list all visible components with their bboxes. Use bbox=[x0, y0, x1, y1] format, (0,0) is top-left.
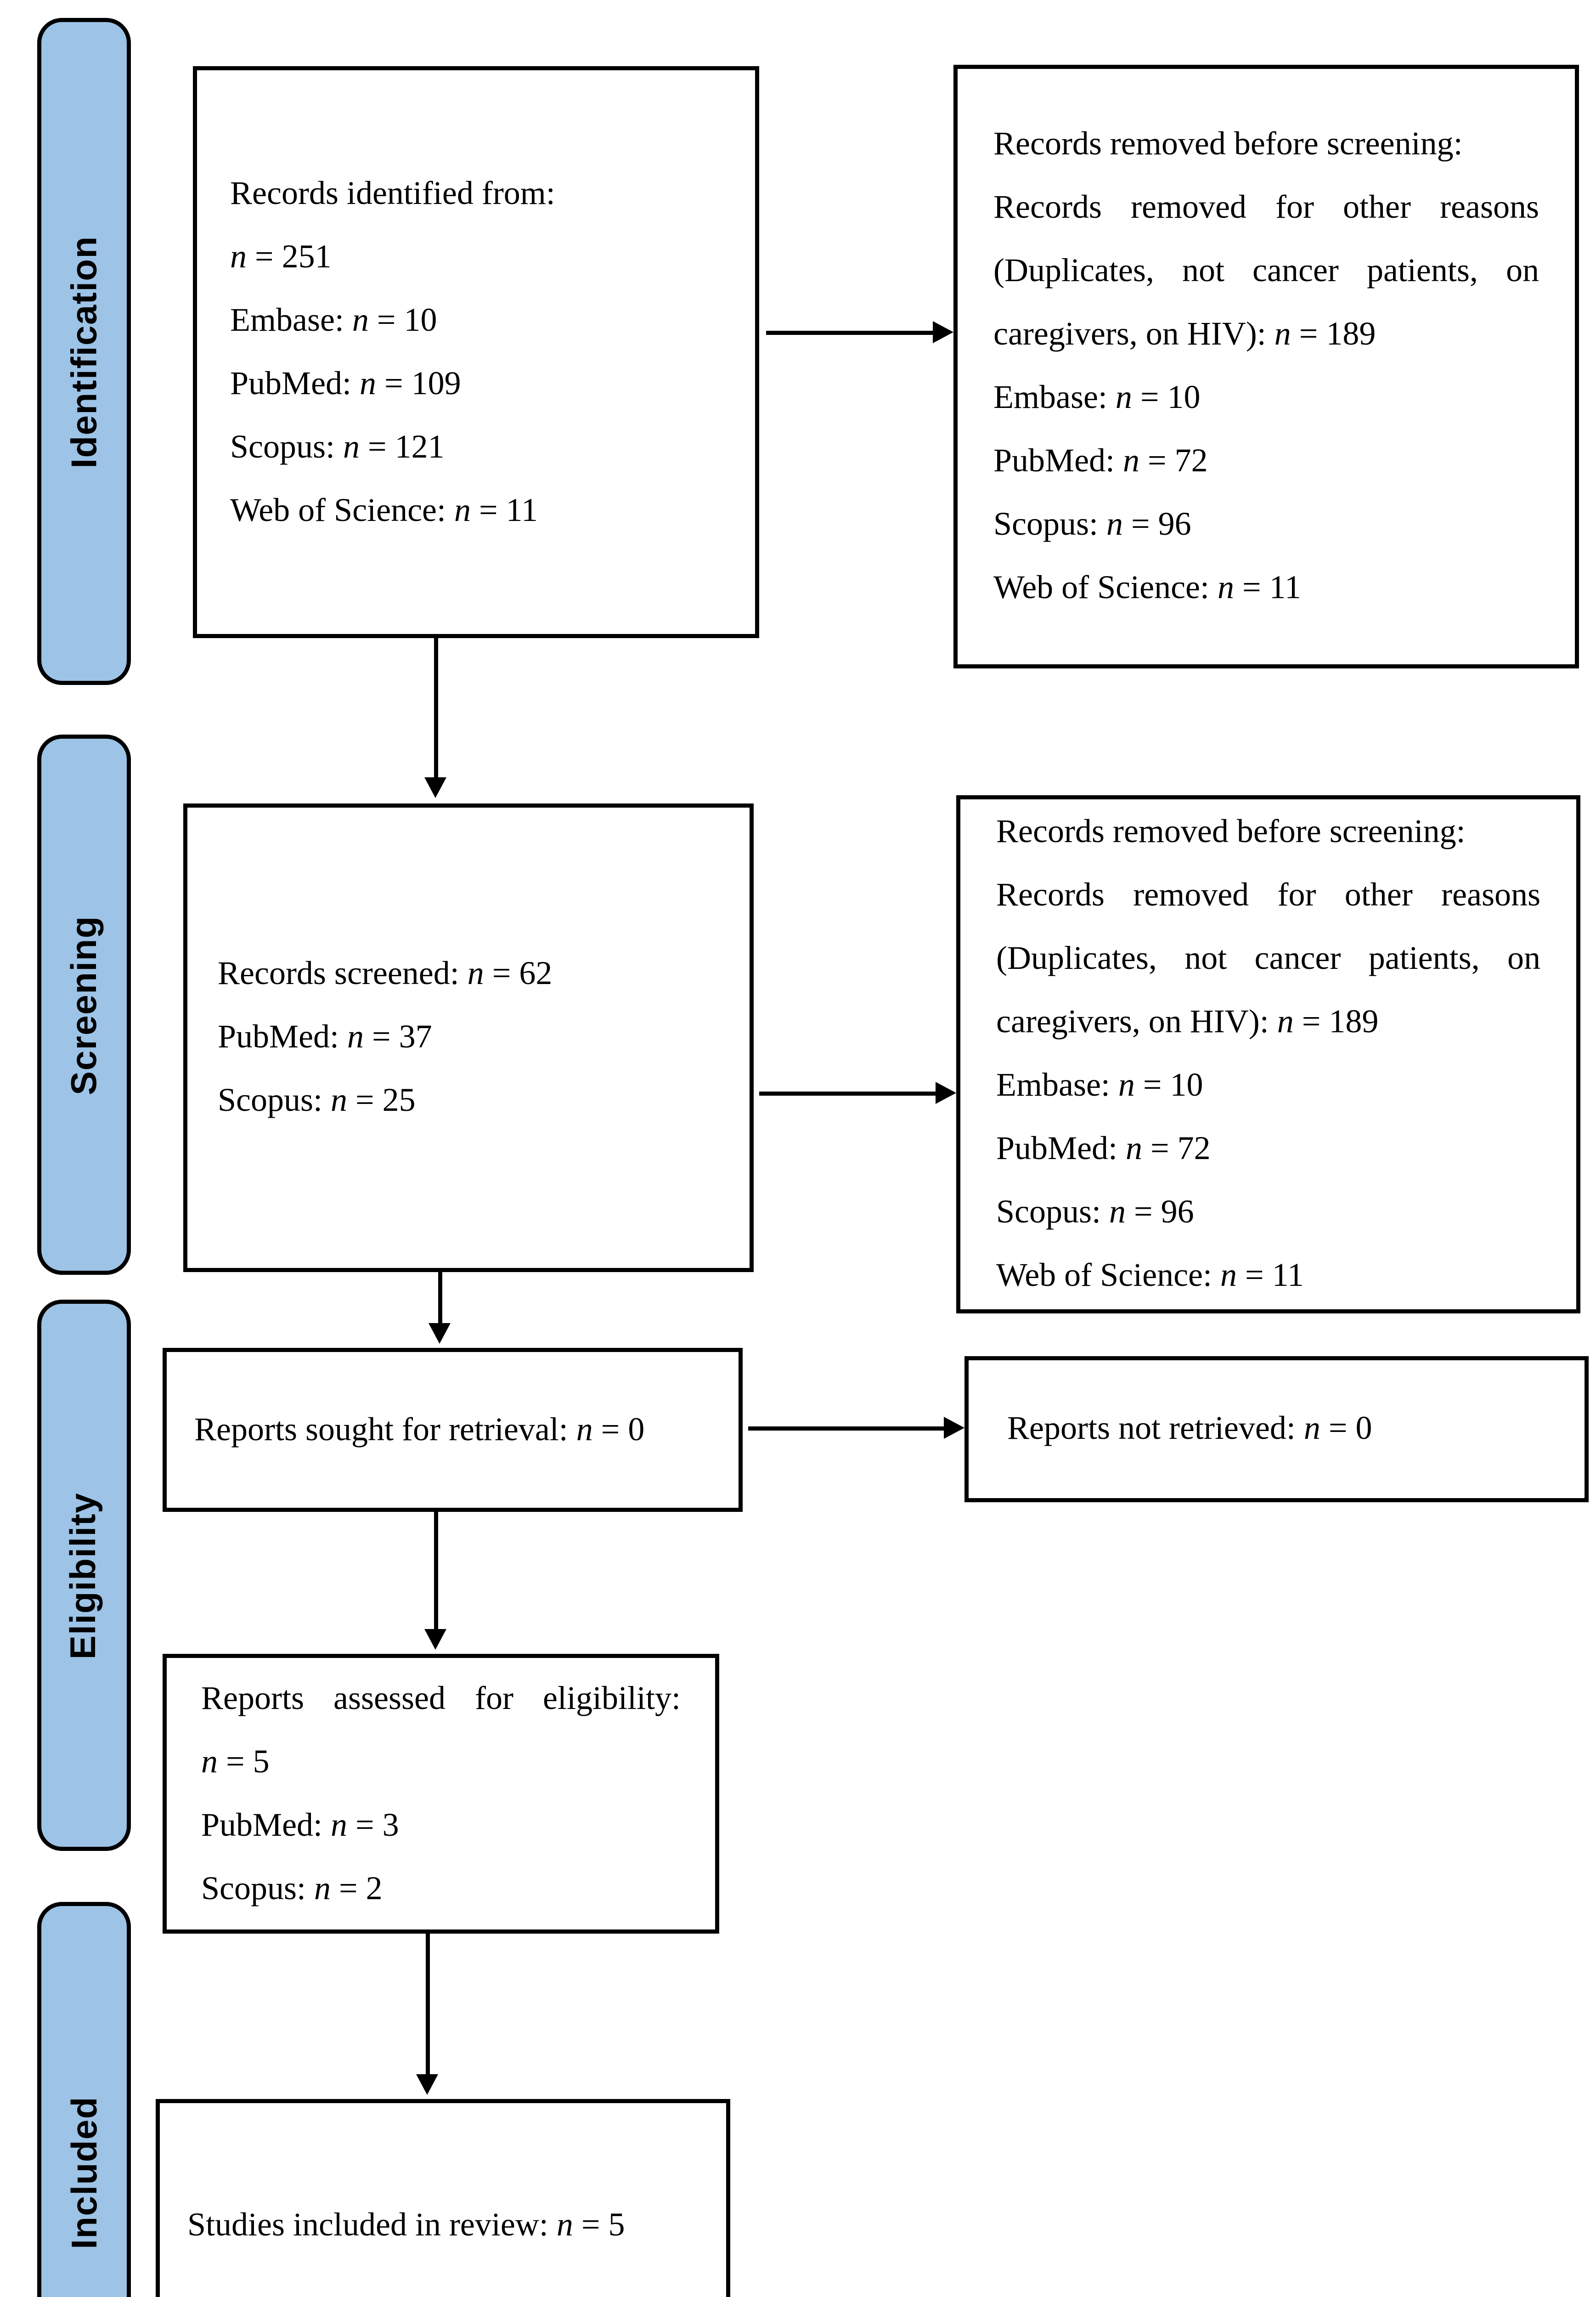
text-line: Records removed for other reasons bbox=[993, 190, 1539, 226]
text-line: caregivers, on HIV): n = 189 bbox=[996, 1005, 1379, 1041]
arrow-screened-to-sought bbox=[438, 1272, 442, 1323]
arrowhead-down-icon bbox=[424, 1629, 446, 1650]
text-line: Studies included in review: n = 5 bbox=[187, 2208, 625, 2244]
text-line: Scopus: n = 121 bbox=[230, 429, 445, 465]
stage-label-eligibility: Eligibility bbox=[37, 1300, 131, 1851]
text-line: Scopus: n = 96 bbox=[996, 1195, 1194, 1231]
box-reports-assessed-for-eligibility: Reports assessed for eligibility: n = 5 Pu… bbox=[163, 1654, 719, 1934]
arrowhead-right-icon bbox=[936, 1082, 956, 1104]
text-line: Scopus: n = 2 bbox=[201, 1871, 383, 1907]
stage-label-identification: Identification bbox=[37, 18, 131, 685]
text-line: Web of Science: n = 11 bbox=[993, 571, 1301, 606]
box-studies-included-in-review: Studies included in review: n = 5 bbox=[156, 2099, 730, 2297]
stage-label-text: Included bbox=[62, 2096, 104, 2249]
stage-label-included: Included bbox=[37, 1902, 131, 2297]
stage-label-text: Identification bbox=[62, 235, 104, 468]
text-line: Web of Science: n = 11 bbox=[230, 492, 538, 529]
text-line: Records removed before screening: bbox=[996, 815, 1466, 850]
text-line: PubMed: n = 72 bbox=[996, 1132, 1211, 1167]
text-line: Scopus: n = 25 bbox=[218, 1083, 416, 1119]
text-line: Records screened: n = 62 bbox=[218, 956, 553, 992]
stage-label-screening: Screening bbox=[37, 735, 131, 1275]
text-line: Records removed before screening: bbox=[993, 127, 1463, 163]
box-records-screened: Records screened: n = 62 PubMed: n = 37 Sc… bbox=[183, 803, 754, 1272]
text-line: Records removed for other reasons bbox=[996, 878, 1540, 914]
arrow-assessed-to-included bbox=[426, 1934, 430, 2074]
text-line: Reports assessed for eligibility: bbox=[201, 1680, 681, 1717]
text-line: (Duplicates, not cancer patients, on bbox=[993, 254, 1539, 289]
text-line: n = 5 bbox=[201, 1744, 270, 1780]
box-reports-sought-for-retrieval: Reports sought for retrieval: n = 0 bbox=[163, 1348, 743, 1512]
text-line: Embase: n = 10 bbox=[230, 302, 437, 339]
arrowhead-right-icon bbox=[944, 1417, 964, 1439]
text-line: PubMed: n = 3 bbox=[201, 1807, 399, 1844]
arrow-identified-to-screened bbox=[434, 638, 438, 777]
text-line: Reports not retrieved: n = 0 bbox=[1007, 1411, 1372, 1447]
arrow-identified-to-removed bbox=[766, 331, 933, 335]
text-line: PubMed: n = 72 bbox=[993, 444, 1208, 480]
box-records-removed-before-screening-1: Records removed before screening: Records… bbox=[953, 65, 1579, 668]
text-line: Scopus: n = 96 bbox=[993, 507, 1191, 543]
arrowhead-down-icon bbox=[416, 2074, 438, 2095]
text-line: Web of Science: n = 11 bbox=[996, 1258, 1304, 1294]
text-line: Records identified from: bbox=[230, 175, 555, 212]
arrow-sought-to-assessed bbox=[434, 1512, 438, 1629]
arrow-sought-to-not-retrieved bbox=[748, 1426, 944, 1431]
text-line: Embase: n = 10 bbox=[993, 380, 1201, 416]
text-line: PubMed: n = 109 bbox=[230, 366, 461, 402]
stage-label-text: Eligibility bbox=[62, 1492, 104, 1659]
text-line: (Duplicates, not cancer patients, on bbox=[996, 941, 1540, 977]
text-line: n = 251 bbox=[230, 239, 332, 275]
text-line: Reports sought for retrieval: n = 0 bbox=[194, 1412, 645, 1448]
text-line: Embase: n = 10 bbox=[996, 1068, 1203, 1104]
arrowhead-down-icon bbox=[429, 1323, 451, 1344]
arrowhead-down-icon bbox=[424, 777, 446, 798]
stage-label-text: Screening bbox=[62, 915, 104, 1095]
text-line: caregivers, on HIV): n = 189 bbox=[993, 317, 1376, 353]
box-records-removed-before-screening-2: Records removed before screening: Records… bbox=[956, 795, 1580, 1313]
box-reports-not-retrieved: Reports not retrieved: n = 0 bbox=[964, 1356, 1589, 1502]
arrow-screened-to-removed bbox=[759, 1092, 936, 1096]
arrowhead-right-icon bbox=[933, 321, 953, 343]
text-line: PubMed: n = 37 bbox=[218, 1020, 432, 1056]
